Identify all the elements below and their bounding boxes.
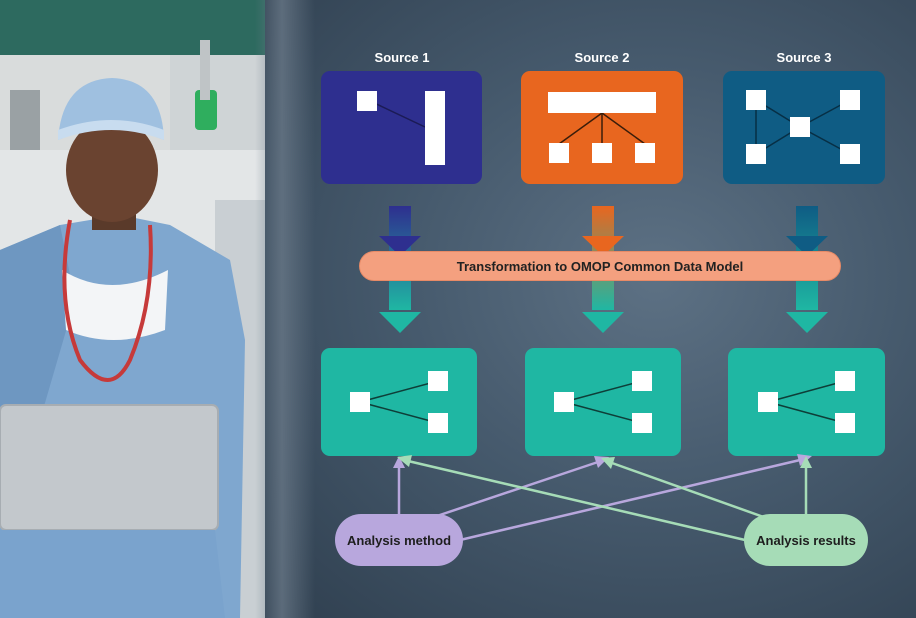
target-box-1	[321, 348, 477, 456]
source-3-box	[723, 71, 885, 184]
source-2-label: Source 2	[574, 50, 630, 65]
target-box-2	[525, 348, 681, 456]
blur-divider	[255, 0, 315, 618]
source-3-label: Source 3	[776, 50, 832, 65]
source-1-label: Source 1	[374, 50, 430, 65]
analysis-results-pill: Analysis results	[744, 514, 868, 566]
target-box-3	[728, 348, 885, 456]
source-2-box	[521, 71, 683, 184]
transformation-banner: Transformation to OMOP Common Data Model	[359, 251, 841, 281]
analysis-method-pill: Analysis method	[335, 514, 463, 566]
analysis-results-connectors	[397, 455, 812, 542]
source-1-box	[321, 71, 482, 184]
